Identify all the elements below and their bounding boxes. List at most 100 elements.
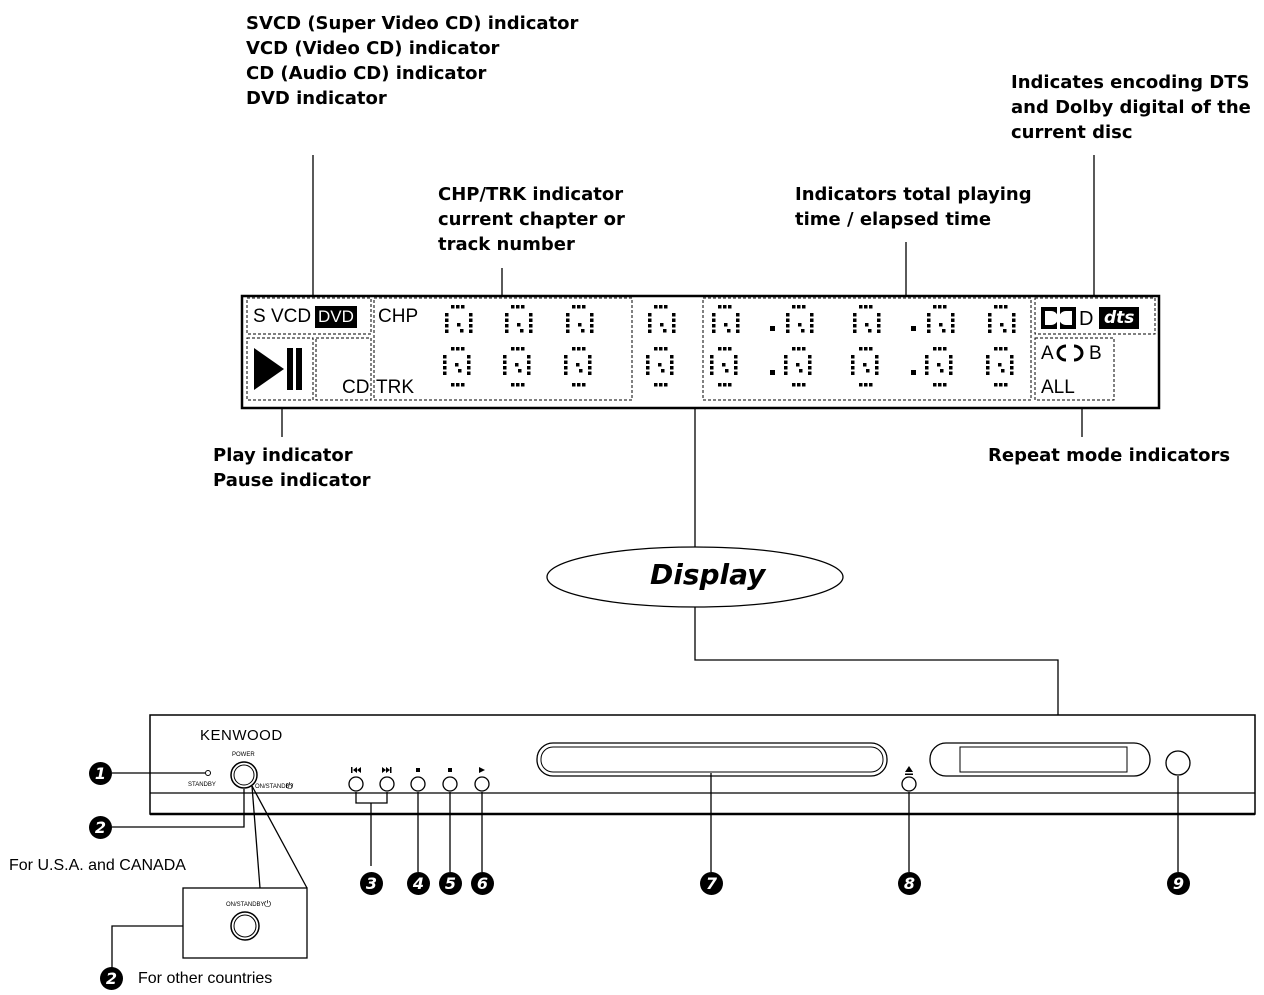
lcd-segment-dot xyxy=(527,355,531,359)
lcd-segment-dot xyxy=(864,305,868,309)
lcd-repeat-all: ALL xyxy=(1041,377,1075,398)
lcd-segment-dot xyxy=(911,326,916,331)
badge-9: 9 xyxy=(1167,872,1190,895)
lcd-segment-dot xyxy=(572,347,576,351)
lcd-segment-dot xyxy=(869,347,873,351)
lcd-dvd-badge: DVD xyxy=(315,306,357,328)
lcd-segment-dot xyxy=(663,329,667,333)
inset-power-symbol-icon: ⏻ xyxy=(264,899,272,909)
lcd-segment-dot xyxy=(925,355,929,359)
play-button[interactable] xyxy=(474,776,490,792)
pause-button[interactable] xyxy=(442,776,458,792)
badge-7: 7 xyxy=(700,872,723,895)
lcd-segment-dot xyxy=(994,347,998,351)
lcd-segment-dot xyxy=(951,313,955,317)
lcd-segment-dot xyxy=(672,318,676,322)
lcd-segment-dot xyxy=(516,347,520,351)
skip-next-icon xyxy=(382,767,392,773)
badge-2-other: 2 xyxy=(100,967,123,990)
lcd-segment-dot xyxy=(875,371,879,375)
lcd-segment-dot xyxy=(999,347,1003,351)
lcd-svcd-label: S VCD xyxy=(253,306,312,327)
callout-svcd: SVCD (Super Video CD) indicator xyxy=(246,13,579,34)
lcd-segment-dot xyxy=(810,329,814,333)
lcd-segment-dot xyxy=(505,324,509,328)
skip-previous-button[interactable] xyxy=(348,776,364,792)
lcd-segment-dot xyxy=(503,360,507,364)
lcd-segment-dot xyxy=(581,329,585,333)
lcd-segment-dot xyxy=(851,360,855,364)
lcd-segment-dot xyxy=(467,366,471,370)
lcd-repeat-b: B xyxy=(1089,343,1102,364)
lcd-segment-dot xyxy=(865,323,869,327)
lcd-segment-dot xyxy=(808,366,812,370)
lcd-trk-label: TRK xyxy=(376,377,414,398)
lcd-segment-dot xyxy=(808,371,812,375)
lcd-segment-dot xyxy=(875,366,879,370)
lcd-segment-dot xyxy=(877,318,881,322)
lcd-segment-dot xyxy=(1012,329,1016,333)
lcd-segment-dot xyxy=(577,383,581,387)
lcd-segment-dot xyxy=(718,305,722,309)
lcd-segment-dot xyxy=(786,313,790,317)
lcd-segment-dot xyxy=(927,324,931,328)
lcd-segment-dot xyxy=(986,355,990,359)
remote-sensor xyxy=(1165,750,1191,776)
lcd-segment-dot xyxy=(670,355,674,359)
skip-next-button[interactable] xyxy=(379,776,395,792)
lcd-segment-dot xyxy=(784,360,788,364)
lcd-segment-dot xyxy=(851,366,855,370)
lcd-segment-dot xyxy=(797,383,801,387)
lcd-segment-dot xyxy=(736,329,740,333)
lcd-play-group xyxy=(246,337,314,401)
lcd-segment-dot xyxy=(994,383,998,387)
lcd-segment-dot xyxy=(503,366,507,370)
lcd-segment-dot xyxy=(461,383,465,387)
lcd-segment-dot xyxy=(511,383,515,387)
lcd-segment-dot xyxy=(578,323,582,327)
lcd-segment-dot xyxy=(566,313,570,317)
lcd-segment-dot xyxy=(718,347,722,351)
lcd-segment-dot xyxy=(736,324,740,328)
lcd-segment-dot xyxy=(949,355,953,359)
lcd-segment-dot xyxy=(797,347,801,351)
lcd-segment-dot xyxy=(1001,369,1005,373)
lcd-segment-dot xyxy=(582,347,586,351)
lcd-segment-dot xyxy=(529,318,533,322)
lcd-segment-dot xyxy=(853,329,857,333)
lcd-segment-dot xyxy=(942,329,946,333)
lcd-segment-dot xyxy=(654,347,658,351)
lcd-segment-dot xyxy=(646,360,650,364)
lcd-segment-dot xyxy=(646,355,650,359)
lcd-segment-dot xyxy=(710,371,714,375)
lcd-segment-dot xyxy=(456,347,460,351)
lcd-segment-dot xyxy=(527,366,531,370)
lcd-segment-dot xyxy=(799,369,803,373)
lcd-segment-dot xyxy=(511,305,515,309)
lcd-segment-digits xyxy=(443,305,1016,387)
lcd-segment-dot xyxy=(588,371,592,375)
lcd-segment-dot xyxy=(566,324,570,328)
usa-canada-label: For U.S.A. and CANADA xyxy=(9,857,186,874)
lcd-segment-dot xyxy=(654,305,658,309)
lcd-segment-dot xyxy=(808,360,812,364)
lcd-segment-dot xyxy=(786,324,790,328)
lcd-segment-dot xyxy=(467,355,471,359)
lcd-segment-dot xyxy=(664,383,668,387)
leader-display-bottom xyxy=(694,607,1059,750)
lcd-segment-dot xyxy=(869,305,873,309)
lcd-segment-dot xyxy=(784,355,788,359)
eject-button[interactable] xyxy=(901,776,917,792)
lcd-segment-dot xyxy=(670,366,674,370)
stop-button[interactable] xyxy=(410,776,426,792)
lcd-segment-dot xyxy=(582,305,586,309)
lcd-segment-dot xyxy=(943,383,947,387)
lcd-segment-dot xyxy=(582,383,586,387)
lcd-segment-dot xyxy=(1003,329,1007,333)
lcd-segment-dot xyxy=(869,383,873,387)
callout-time-line2: time / elapsed time xyxy=(795,209,992,230)
eject-icon xyxy=(905,766,913,775)
lcd-segment-dot xyxy=(786,329,790,333)
lcd-dts-badge: dts xyxy=(1099,307,1140,329)
callout-time-line1: Indicators total playing xyxy=(795,184,1032,205)
